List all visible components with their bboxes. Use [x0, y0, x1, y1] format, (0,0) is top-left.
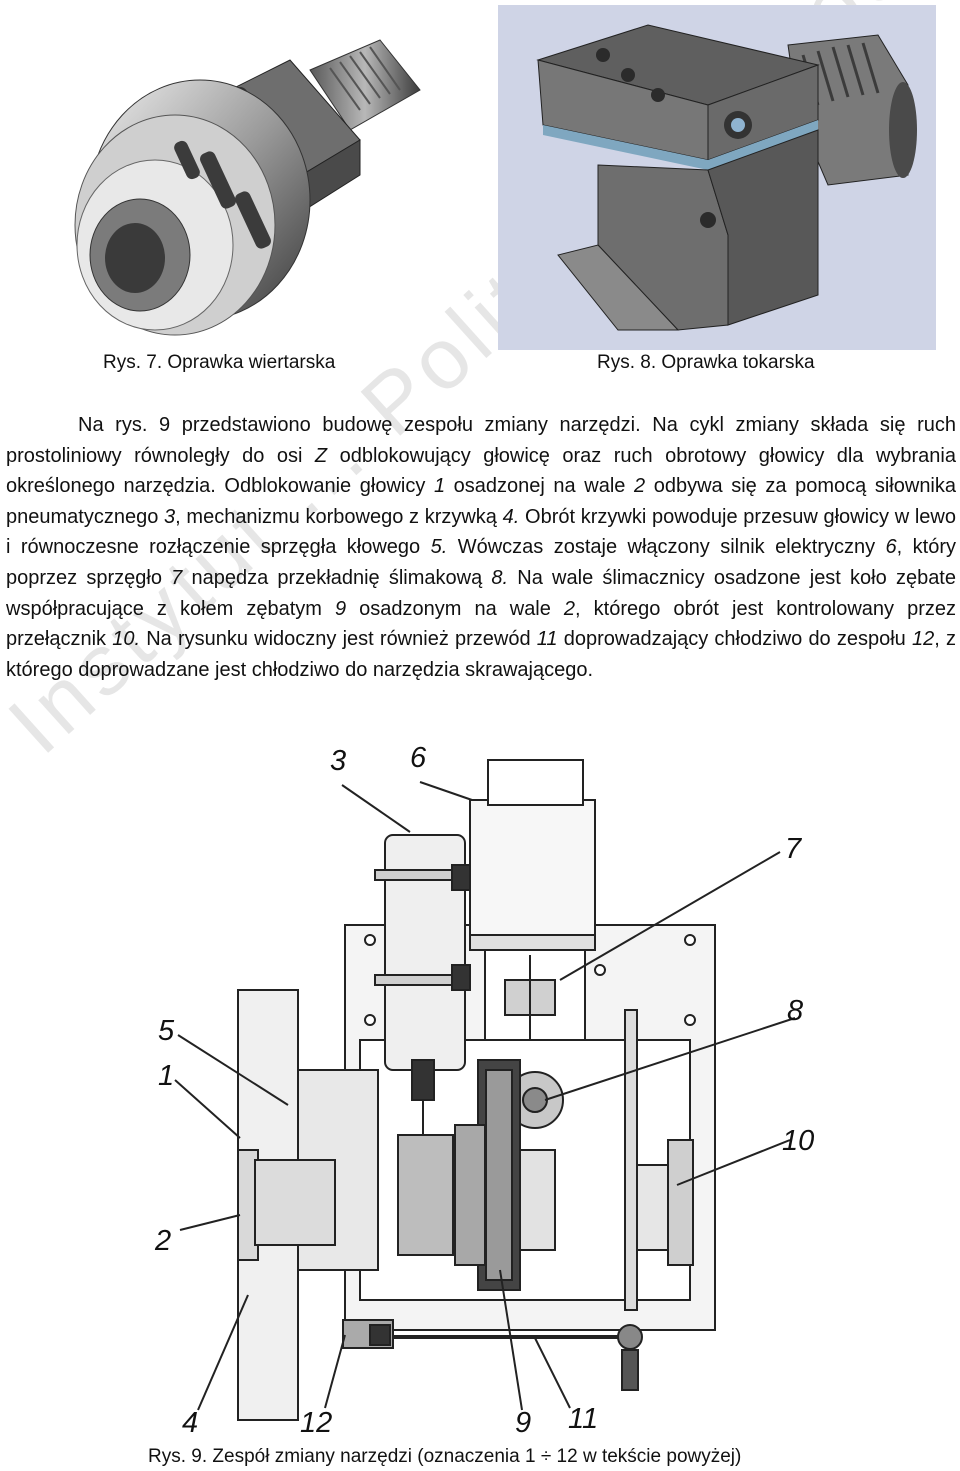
text-run: Na rysunku widoczny jest również przewód	[140, 628, 537, 651]
ref-7: 7	[171, 566, 183, 589]
text-run: , z którego doprowadzane jest chłodziwo …	[6, 628, 956, 681]
fig7-drill-holder-image	[74, 39, 421, 336]
callout-3: 3	[330, 745, 347, 777]
text-run: , który poprzez sprzęgło	[6, 536, 956, 589]
body-paragraph: Na rys. 9 przedstawiono budowę zespołu z…	[6, 410, 956, 685]
ref-11: 11	[536, 628, 558, 651]
callout-4: 4	[182, 1407, 199, 1439]
ref-8: 8.	[491, 566, 509, 589]
ref-9: 9	[334, 597, 347, 620]
callout-2: 2	[155, 1225, 172, 1257]
ref-1: 1	[433, 475, 446, 498]
ref-5: 5.	[430, 536, 448, 559]
ref-4: 4.	[502, 505, 520, 528]
fig8-caption: Rys. 8. Oprawka tokarska	[597, 352, 815, 373]
callout-8: 8	[787, 995, 804, 1027]
text-run: odbywa się za pomocą siłownika pneumatyc…	[6, 475, 957, 528]
ref-6: 6	[885, 536, 897, 559]
callout-11: 11	[568, 1403, 599, 1435]
fig9-caption: Rys. 9. Zespół zmiany narzędzi (oznaczen…	[148, 1446, 742, 1467]
callout-7: 7	[785, 833, 802, 865]
text-run: osadzonym na wale	[346, 597, 564, 620]
text-run: napędza przekładnię ślimakową	[182, 566, 492, 589]
fig7-caption: Rys. 7. Oprawka wiertarska	[103, 352, 336, 373]
fig8-turning-holder-image	[498, 5, 936, 350]
ref-3: 3	[164, 505, 176, 528]
callout-6: 6	[410, 742, 427, 774]
ref-2b: 2	[563, 597, 576, 620]
callout-10: 10	[782, 1125, 815, 1157]
callout-9: 9	[515, 1407, 532, 1439]
text-run: , mechanizmu korbowego z krzywką	[175, 505, 503, 528]
text-run: Na rys. 9 przedstawiono budowę zespołu z…	[6, 414, 956, 467]
callout-12: 12	[300, 1407, 333, 1439]
callout-1: 1	[158, 1060, 175, 1092]
text-run: doprowadzający chłodziwo do zespołu	[557, 628, 912, 651]
text-run: Wówczas zostaje włączony silnik elektryc…	[447, 536, 886, 559]
text-run: Obrót krzywki powoduje przesuw głowicy w…	[6, 505, 957, 559]
text-run: , którego obrót jest kontrolowany przez …	[6, 597, 956, 651]
axis-ref: Z	[314, 444, 328, 467]
text-run: Na wale ślimacznicy osadzone jest koło z…	[6, 566, 956, 620]
ref-12: 12	[911, 628, 935, 651]
text-run: osadzonej na wale	[445, 475, 634, 498]
fig9-tool-change-assembly	[174, 759, 796, 1421]
ref-2: 2	[634, 475, 646, 498]
ref-10: 10.	[112, 628, 141, 651]
text-run: odblokowujący głowicę oraz ruch obrotowy…	[6, 444, 956, 498]
callout-5: 5	[158, 1015, 175, 1047]
